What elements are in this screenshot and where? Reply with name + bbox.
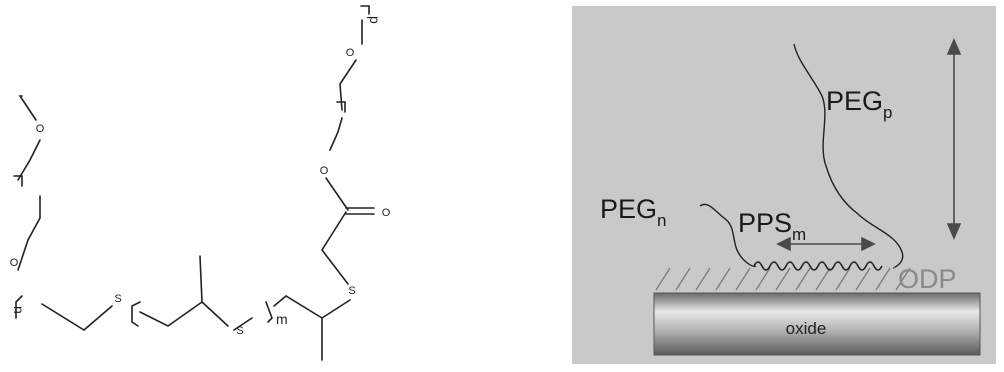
pps-width-arrow xyxy=(776,236,876,252)
odp-label: ODP xyxy=(898,264,957,294)
pps-chain xyxy=(233,317,253,331)
atom-s-right: S xyxy=(348,285,355,297)
pps-bracket-right xyxy=(265,301,273,323)
backbone-mid xyxy=(273,295,323,319)
chemical-structure: O O O S S S O O p m n xyxy=(0,0,430,367)
peg-p-label: PEGp xyxy=(826,86,893,122)
peg-p-bracket-2 xyxy=(336,101,346,113)
thickness-arrow xyxy=(946,37,962,241)
pps-coil xyxy=(753,261,883,271)
atom-s-mid: S xyxy=(236,325,243,337)
peg-n-label: PEGn xyxy=(600,194,667,230)
peg-n-bracket xyxy=(15,295,23,319)
s-left-bond xyxy=(41,303,113,331)
peg-p-chain-3 xyxy=(329,117,343,151)
atom-o-carbonyl: O xyxy=(382,207,391,219)
odp-hatch xyxy=(655,267,911,291)
subscript-p: p xyxy=(367,16,383,24)
atom-s-left: S xyxy=(114,293,121,305)
pps-chain-2 xyxy=(199,255,229,327)
structure-svg: O O O S S S O O p m n xyxy=(10,5,391,361)
atom-o-peg-n-lower: O xyxy=(10,257,19,269)
pps-label: PPSm xyxy=(738,208,806,244)
atom-o-top: O xyxy=(346,47,355,59)
surface-schematic: oxide PEGp PEGn PPSm ODP xyxy=(572,6,996,364)
subscript-m: m xyxy=(276,311,288,327)
peg-p-chain xyxy=(793,43,904,269)
pps-bracket-left xyxy=(131,301,141,327)
peg-n-chain xyxy=(17,195,41,271)
peg-n-chain-3 xyxy=(18,95,37,121)
peg-n-chain xyxy=(699,203,757,267)
backbone-right xyxy=(321,299,351,361)
pps-chain-3 xyxy=(139,301,203,327)
oxide-slab xyxy=(653,292,981,356)
ch2-bond xyxy=(321,211,349,285)
oxide-label: oxide xyxy=(786,319,827,338)
ester-bond xyxy=(325,177,349,211)
subscript-n: n xyxy=(11,306,27,314)
peg-n-chain-2 xyxy=(17,139,41,181)
peg-n-bracket-2 xyxy=(13,175,23,187)
peg-p-bracket xyxy=(360,5,370,15)
atom-o-peg-n-upper: O xyxy=(36,123,45,135)
schematic-svg: oxide PEGp PEGn PPSm ODP xyxy=(572,6,996,364)
atom-o-ester: O xyxy=(320,165,329,177)
